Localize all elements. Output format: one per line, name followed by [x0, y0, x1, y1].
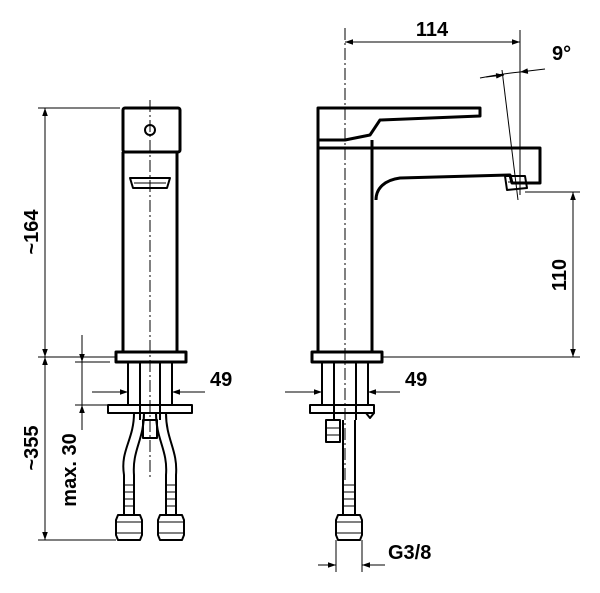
- front-height-label: ~164: [21, 209, 43, 255]
- side-angle-label: 9°: [552, 43, 571, 65]
- side-nut: [335, 514, 363, 541]
- front-view: [107, 100, 193, 541]
- front-handle: [121, 106, 182, 154]
- side-base: [310, 350, 384, 364]
- side-spout: [318, 146, 542, 201]
- side-dimensions: 114 9° 110 49 G3/8: [285, 19, 580, 572]
- front-body: [121, 152, 179, 352]
- hose-length-label: ~355: [21, 425, 43, 470]
- front-hole-label: 49: [210, 369, 232, 391]
- side-reach-label: 114: [416, 19, 449, 41]
- side-body: [316, 140, 374, 352]
- front-nut-left: [115, 514, 143, 541]
- front-aerator: [129, 177, 171, 189]
- side-lever: [316, 106, 482, 142]
- side-hole-label: 49: [405, 369, 427, 391]
- max-thickness-label: max. 30: [59, 433, 81, 506]
- front-hose-right: [155, 412, 178, 515]
- side-view: [309, 28, 542, 541]
- front-base: [114, 350, 188, 364]
- front-hose-left: [122, 412, 145, 515]
- connection-thread-label: G3/8: [388, 542, 431, 564]
- side-spout-height-label: 110: [549, 259, 571, 291]
- front-nut-right: [157, 514, 185, 541]
- front-dimensions: ~164 ~355 max. 30 49: [21, 107, 232, 541]
- side-aerator: [504, 175, 528, 191]
